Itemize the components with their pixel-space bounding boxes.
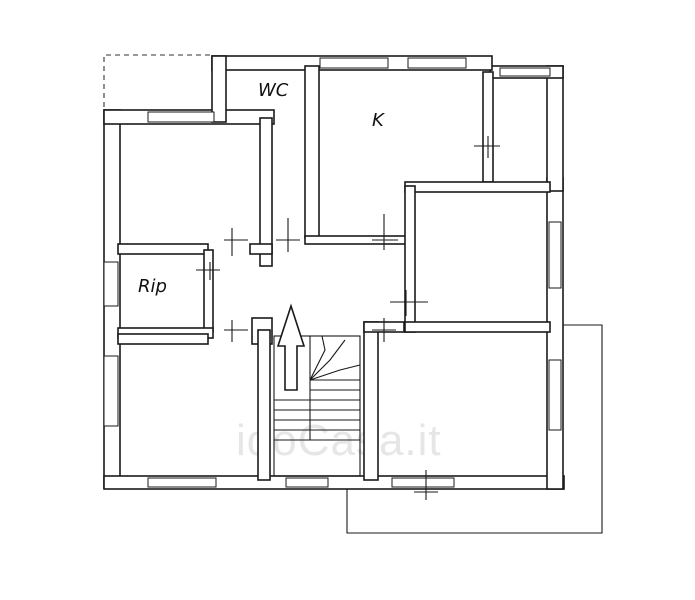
door-markers — [196, 136, 500, 500]
windows — [103, 57, 562, 488]
storage-label: Rip — [138, 276, 167, 297]
terrace-outline — [346, 324, 603, 534]
wc-label: WC — [258, 80, 289, 101]
entrance-arrow-icon — [276, 303, 306, 391]
kitchen-label: K — [372, 110, 385, 131]
balcony-outline — [103, 54, 213, 107]
staircase — [273, 335, 361, 477]
